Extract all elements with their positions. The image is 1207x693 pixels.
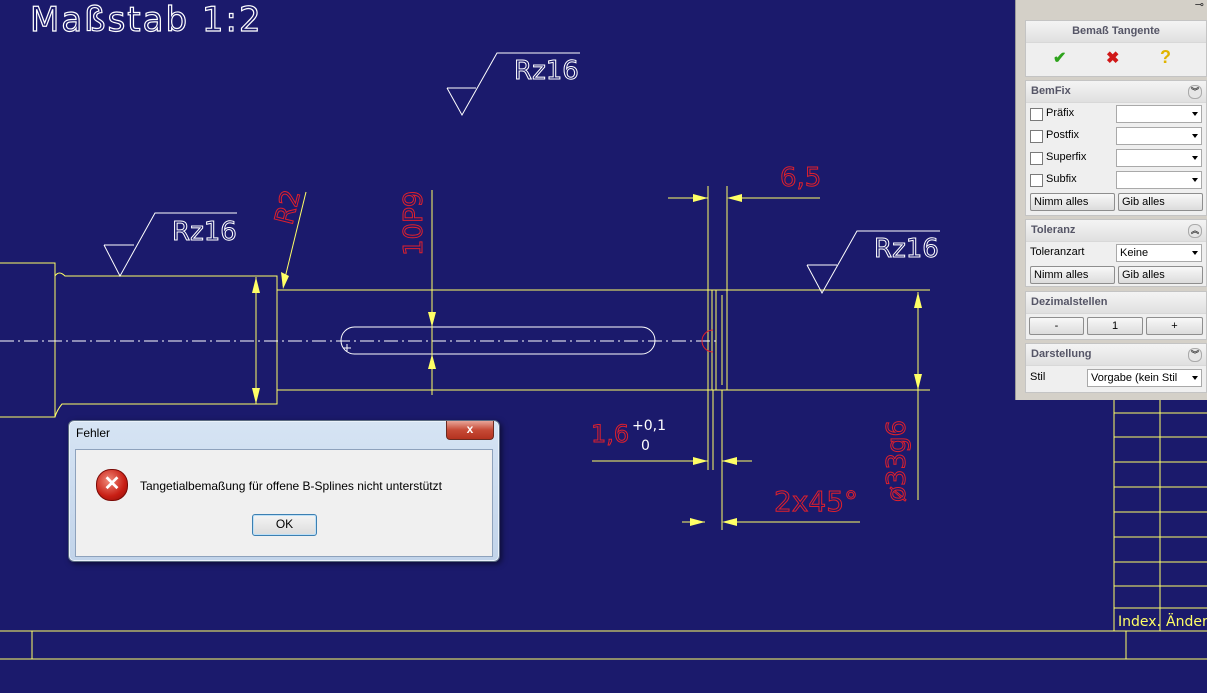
dim-keyway: 10P9: [399, 191, 429, 256]
pin-icon[interactable]: ⊸: [1194, 0, 1204, 11]
dropdown-arrow-icon: [1192, 112, 1198, 116]
help-icon[interactable]: ?: [1160, 47, 1171, 67]
subfix-label: Subfix: [1046, 173, 1077, 185]
title-block-aenderung: Änderu: [1166, 612, 1207, 630]
postfix-dropdown[interactable]: [1116, 127, 1202, 145]
praefix-dropdown[interactable]: [1116, 105, 1202, 123]
dropdown-arrow-icon: [1192, 134, 1198, 138]
dim-groove: 1,6: [591, 420, 629, 448]
superfix-label: Superfix: [1046, 151, 1087, 163]
shaft-outline: [0, 262, 930, 418]
praefix-checkbox[interactable]: [1030, 108, 1043, 121]
dialog-body: ✕ Tangetialbemaßung für offene B-Splines…: [75, 449, 493, 557]
roughness-label-right: Rz16: [874, 234, 939, 264]
dialog-message: Tangetialbemaßung für offene B-Splines n…: [140, 479, 442, 493]
dropdown-arrow-icon: [1192, 178, 1198, 182]
red-circle-mark: [701, 329, 714, 353]
dim-chamfer: 2x45°: [774, 485, 858, 518]
stil-label: Stil: [1030, 371, 1046, 383]
error-icon: ✕: [96, 469, 128, 501]
dim-tolerance-lower: 0: [641, 438, 650, 454]
stil-value: Vorgabe (kein Stil: [1091, 372, 1178, 384]
toleranz-group: Toleranz ︽ Toleranzart Keine Nimm alles G…: [1025, 219, 1207, 287]
decimal-value-field[interactable]: 1: [1087, 317, 1143, 335]
postfix-checkbox[interactable]: [1030, 130, 1043, 143]
cancel-icon[interactable]: ✖: [1106, 50, 1120, 67]
decimal-minus-button[interactable]: -: [1029, 317, 1084, 335]
roughness-symbols: [103, 52, 940, 295]
scale-title: Maßstab 1:2: [30, 0, 263, 40]
dezimal-group: Dezimalstellen - 1 +: [1025, 291, 1207, 340]
darstellung-group: Darstellung ︾ Stil Vorgabe (kein Stil: [1025, 343, 1207, 393]
collapse-chevron-icon[interactable]: ︾: [1188, 85, 1202, 99]
bemfix-row-superfix: Superfix: [1030, 148, 1202, 168]
toleranz-type-row: Toleranzart Keine: [1030, 243, 1202, 263]
subfix-checkbox[interactable]: [1030, 174, 1043, 187]
dim-tolerance-upper: +0,1: [632, 418, 666, 434]
bemfix-group: BemFix ︾ Präfix Postfix Superfix Subfix N…: [1025, 80, 1207, 216]
bemfix-take-all-button[interactable]: Nimm alles: [1030, 193, 1115, 211]
toleranz-header-label: Toleranz: [1031, 224, 1076, 236]
panel-header-group: Bemaß Tangente ✔ ✖ ?: [1025, 20, 1207, 77]
dezimal-header-label: Dezimalstellen: [1031, 296, 1108, 308]
dropdown-arrow-icon: [1192, 156, 1198, 160]
toleranz-header[interactable]: Toleranz ︽: [1026, 220, 1206, 242]
superfix-checkbox[interactable]: [1030, 152, 1043, 165]
dialog-ok-button[interactable]: OK: [252, 514, 317, 536]
darstellung-header-label: Darstellung: [1031, 348, 1092, 360]
bemfix-row-subfix: Subfix: [1030, 170, 1202, 190]
toleranzart-label: Toleranzart: [1030, 246, 1085, 258]
superfix-dropdown[interactable]: [1116, 149, 1202, 167]
title-block-index: Index.: [1118, 614, 1161, 630]
stil-dropdown[interactable]: Vorgabe (kein Stil: [1087, 369, 1202, 387]
title-block-frame: [0, 400, 1207, 660]
toleranz-take-all-button[interactable]: Nimm alles: [1030, 266, 1115, 284]
dialog-close-button[interactable]: x: [446, 421, 494, 440]
center-mark: [343, 344, 351, 352]
subfix-dropdown[interactable]: [1116, 171, 1202, 189]
toleranzart-dropdown[interactable]: Keine: [1116, 244, 1202, 262]
stil-row: Stil Vorgabe (kein Stil: [1030, 368, 1202, 388]
bemfix-give-all-button[interactable]: Gib alles: [1118, 193, 1203, 211]
bemfix-header[interactable]: BemFix ︾: [1026, 81, 1206, 103]
postfix-label: Postfix: [1046, 129, 1080, 141]
decimal-plus-button[interactable]: +: [1146, 317, 1203, 335]
dim-radius: R2: [270, 187, 307, 228]
dialog-title: Fehler: [76, 426, 111, 440]
bemfix-header-label: BemFix: [1031, 85, 1071, 97]
panel-title: Bemaß Tangente: [1026, 21, 1206, 43]
dimension-arrows: [252, 194, 922, 526]
expand-chevron-icon[interactable]: ︽: [1188, 224, 1202, 238]
dimension-properties-panel: ⊸ Bemaß Tangente ✔ ✖ ? BemFix ︾ Präfix Po…: [1015, 0, 1207, 400]
collapse-chevron-icon[interactable]: ︾: [1188, 348, 1202, 362]
dim-width: 6,5: [780, 163, 821, 193]
bemfix-row-praefix: Präfix: [1030, 104, 1202, 124]
toleranz-give-all-button[interactable]: Gib alles: [1118, 266, 1203, 284]
praefix-label: Präfix: [1046, 107, 1075, 119]
darstellung-header[interactable]: Darstellung ︾: [1026, 344, 1206, 366]
dropdown-arrow-icon: [1192, 376, 1198, 380]
dezimal-header: Dezimalstellen: [1026, 292, 1206, 314]
confirm-icon[interactable]: ✔: [1053, 50, 1067, 67]
dropdown-arrow-icon: [1192, 251, 1198, 255]
roughness-label-top: Rz16: [514, 56, 579, 86]
dim-diameter: ø33g6: [882, 420, 912, 502]
error-dialog: Fehler x ✕ Tangetialbemaßung für offene …: [68, 420, 500, 562]
toleranzart-value: Keine: [1120, 247, 1149, 259]
bemfix-row-postfix: Postfix: [1030, 126, 1202, 146]
roughness-label-left: Rz16: [172, 217, 237, 247]
